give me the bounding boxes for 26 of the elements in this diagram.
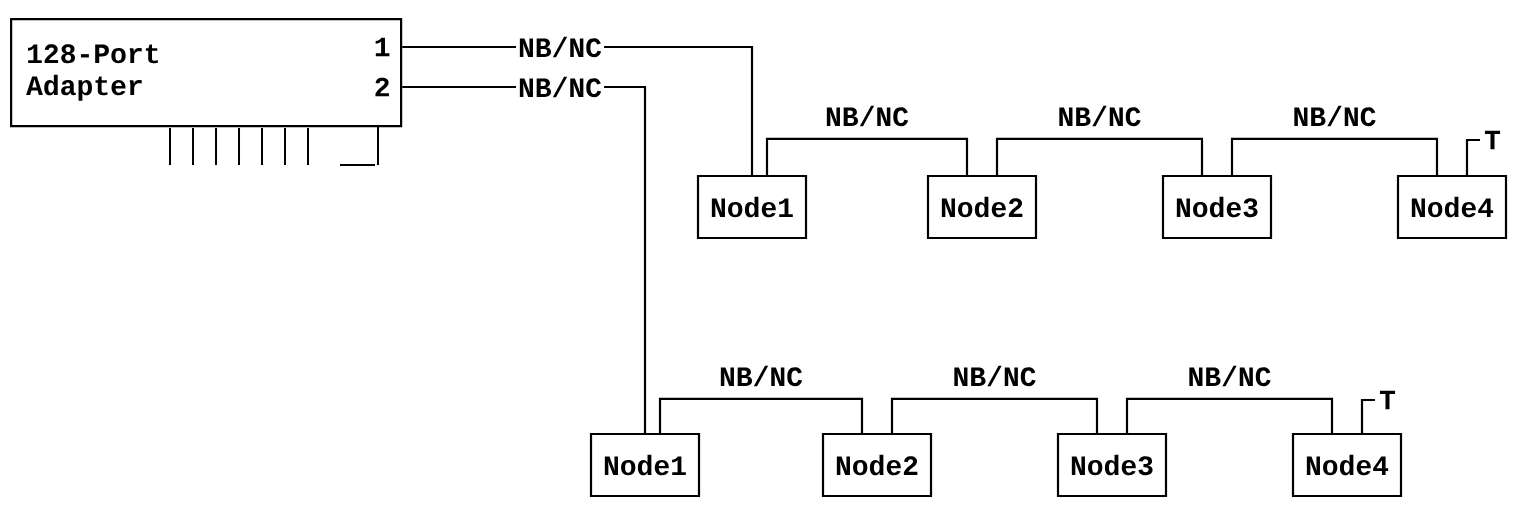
node-box: Node1	[696, 174, 808, 240]
edge-label: NB/NC	[717, 363, 805, 389]
node-box: Node2	[926, 174, 1038, 240]
cable-line	[1125, 397, 1334, 433]
cable-line	[1230, 137, 1439, 175]
edge-label: NB/NC	[516, 74, 604, 100]
edge-label: NB/NC	[516, 34, 604, 60]
node-box: Node3	[1056, 432, 1168, 498]
terminator: T	[1465, 130, 1501, 176]
edge-label: NB/NC	[823, 103, 911, 129]
port-label: 1	[375, 37, 390, 57]
cable-line	[765, 137, 969, 175]
node-box: Node1	[589, 432, 701, 498]
terminator: T	[1360, 390, 1396, 434]
cable-line	[890, 397, 1099, 433]
node-box: Node4	[1291, 432, 1403, 498]
node-box: Node2	[821, 432, 933, 498]
edge-label: NB/NC	[1055, 103, 1144, 129]
node-box: Node4	[1396, 174, 1508, 240]
port-label: 2	[375, 77, 389, 97]
edge-label: NB/NC	[1290, 103, 1379, 129]
edge-label: NB/NC	[950, 363, 1039, 389]
node-box: Node3	[1161, 174, 1273, 240]
edge-label: NB/NC	[1185, 363, 1274, 389]
cable-line	[995, 137, 1204, 175]
cable-line	[658, 397, 864, 433]
